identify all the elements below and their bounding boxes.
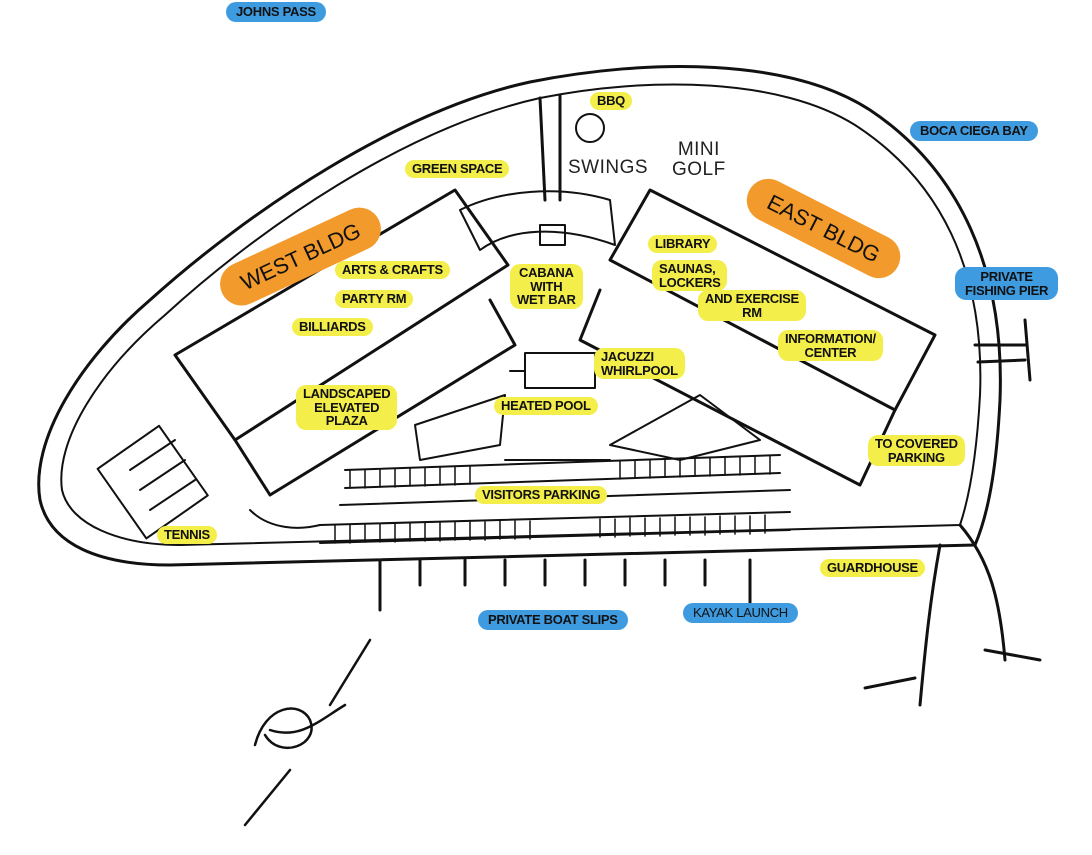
parking-rows bbox=[249, 454, 791, 544]
label-visitors-parking: VISITORS PARKING bbox=[475, 486, 608, 504]
label-boca-ciega-bay: BOCA CIEGA BAY bbox=[910, 121, 1038, 141]
label-bbq: BBQ bbox=[590, 92, 632, 110]
label-cabana: CABANA WITH WET BAR bbox=[510, 264, 583, 309]
perimeter-road-outer bbox=[37, 65, 1002, 567]
perimeter-road-inner bbox=[60, 83, 982, 546]
label-jacuzzi: JACUZZI WHIRLPOOL bbox=[594, 348, 685, 380]
label-swings: SWINGS bbox=[568, 157, 649, 178]
label-to-covered-parking: TO COVERED PARKING bbox=[868, 435, 965, 467]
label-information-center: INFORMATION/ CENTER bbox=[778, 330, 883, 362]
label-private-fishing-pier: PRIVATE FISHING PIER bbox=[955, 267, 1059, 301]
label-library: LIBRARY bbox=[648, 235, 718, 253]
bbq-icon bbox=[575, 113, 605, 143]
label-heated-pool: HEATED POOL bbox=[494, 397, 598, 415]
label-guardhouse: GUARDHOUSE bbox=[820, 559, 925, 577]
label-landscaped-plaza: LANDSCAPED ELEVATED PLAZA bbox=[296, 385, 398, 430]
pool-outline bbox=[524, 352, 596, 389]
label-arts-crafts: ARTS & CRAFTS bbox=[335, 261, 450, 279]
tennis-court-outline bbox=[96, 424, 209, 540]
label-private-boat-slips: PRIVATE BOAT SLIPS bbox=[478, 610, 628, 630]
label-party-rm: PARTY RM bbox=[335, 290, 414, 308]
label-johns-pass: JOHNS PASS bbox=[226, 2, 326, 22]
label-tennis: TENNIS bbox=[157, 526, 217, 544]
boat-slips bbox=[378, 558, 752, 612]
label-kayak-launch: KAYAK LAUNCH bbox=[683, 603, 798, 623]
label-mini-golf: MINI GOLF bbox=[672, 139, 726, 180]
fishing-pier bbox=[973, 318, 1032, 382]
label-saunas: SAUNAS, LOCKERS bbox=[652, 260, 728, 292]
label-billiards: BILLIARDS bbox=[292, 318, 373, 336]
north-arrow-icon bbox=[243, 638, 372, 827]
label-green-space: GREEN SPACE bbox=[405, 160, 510, 178]
label-exercise: AND EXERCISE RM bbox=[698, 290, 806, 322]
